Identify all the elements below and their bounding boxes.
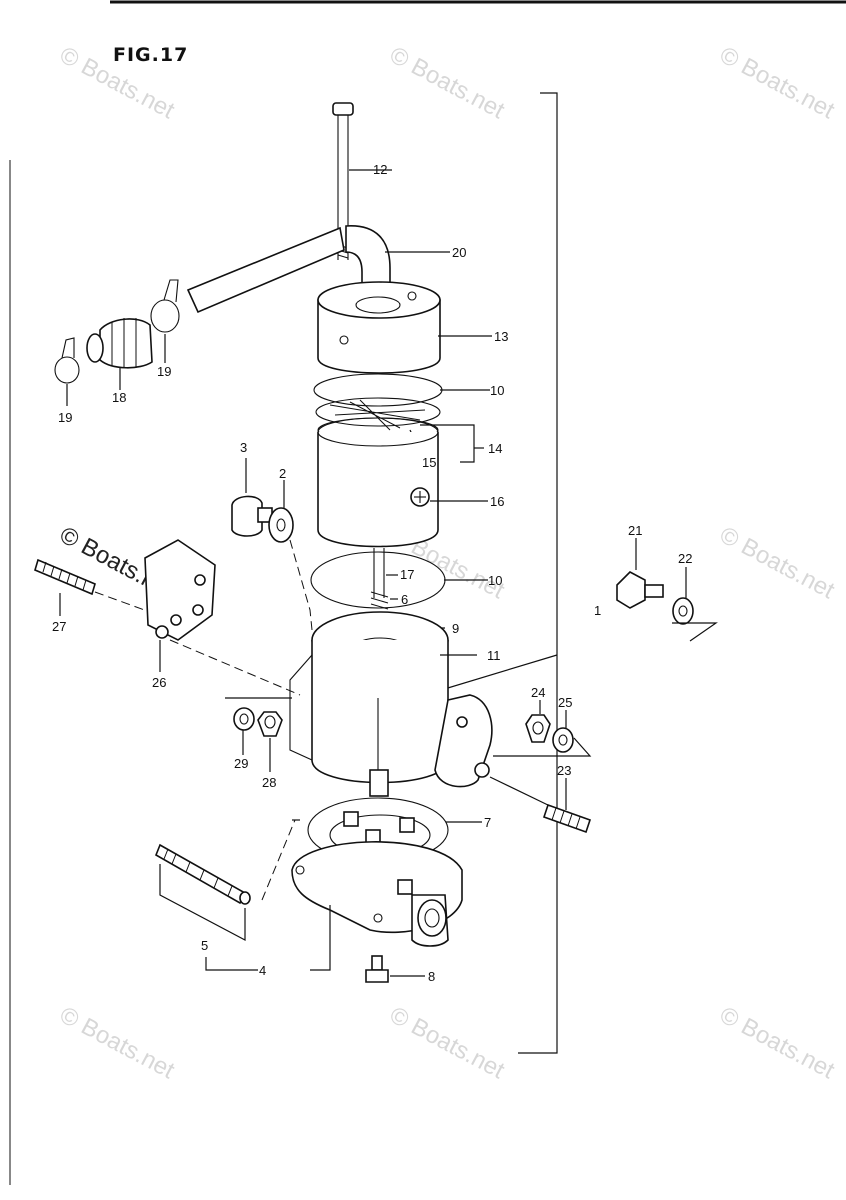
stud-23 — [542, 803, 592, 834]
dash-27 — [94, 591, 151, 613]
boot-18 — [86, 318, 153, 369]
callout-8: 8 — [428, 969, 435, 984]
callout-22: 22 — [678, 551, 692, 566]
stem-17 — [373, 548, 385, 598]
washer-25 — [552, 727, 574, 753]
callout-26: 26 — [152, 675, 166, 690]
callout-29: 29 — [234, 756, 248, 771]
fitting-5 — [154, 843, 251, 905]
callout-10-upper: 10 — [490, 383, 504, 398]
dash-2 — [289, 539, 313, 631]
bracket-5 — [159, 864, 246, 941]
cylinder-bowl-16 — [317, 417, 439, 548]
main-housing-11 — [289, 611, 493, 797]
clamp-19-left — [54, 337, 80, 384]
callout-6: 6 — [401, 592, 408, 607]
callout-5: 5 — [201, 938, 208, 953]
callout-7: 7 — [484, 815, 491, 830]
callout-9: 9 — [452, 621, 459, 636]
leader-4-right — [310, 905, 331, 971]
assembly-bracket — [518, 92, 558, 1054]
callout-12: 12 — [373, 162, 387, 177]
hose-long — [186, 226, 345, 314]
washer-22 — [672, 597, 694, 625]
washer-29 — [233, 707, 255, 731]
top-cap-13 — [317, 281, 441, 374]
callout-25: 25 — [558, 695, 572, 710]
callout-4: 4 — [259, 963, 266, 978]
watermark: © Boats.net — [385, 41, 509, 124]
spring-6 — [370, 591, 389, 610]
nut-28 — [257, 711, 283, 737]
callout-1: 1 — [594, 603, 601, 618]
bolt-21 — [616, 571, 664, 609]
spacer-26 — [144, 539, 216, 641]
pump-base-4 — [291, 841, 463, 947]
callout-15: 15 — [422, 455, 436, 470]
callout-19-right: 19 — [157, 364, 171, 379]
bracket-14 — [420, 424, 475, 463]
callout-16: 16 — [490, 494, 504, 509]
watermark: © Boats.net — [715, 1001, 839, 1084]
leader-4-left — [205, 957, 258, 971]
callout-20: 20 — [452, 245, 466, 260]
callout-19-left: 19 — [58, 410, 72, 425]
callout-labels: 1 2 3 4 5 6 7 8 9 10 10 11 12 13 14 15 1… — [52, 162, 692, 984]
callout-13: 13 — [494, 329, 508, 344]
screw-8 — [365, 955, 389, 983]
nut-24 — [525, 714, 551, 743]
callout-14: 14 — [488, 441, 502, 456]
leader-21-22-line — [672, 622, 718, 642]
callout-11: 11 — [487, 648, 501, 663]
washer-2 — [268, 507, 294, 543]
watermark: © Boats.net — [715, 521, 839, 604]
clamp-19-right — [150, 279, 180, 333]
figure-title: FIG.17 — [113, 44, 188, 66]
leader-23-diag — [489, 776, 551, 807]
o-ring-10-upper — [313, 373, 443, 407]
callout-21: 21 — [628, 523, 642, 538]
callout-3: 3 — [240, 440, 247, 455]
callout-28: 28 — [262, 775, 276, 790]
callout-2: 2 — [279, 466, 286, 481]
stud-27 — [34, 558, 96, 596]
plug-3 — [231, 495, 273, 537]
leader-24-25-line — [493, 737, 592, 757]
callout-17: 17 — [400, 567, 414, 582]
watermark: © Boats.net — [715, 41, 839, 124]
watermark: © Boats.net — [385, 1001, 509, 1084]
callout-10-lower: 10 — [488, 573, 502, 588]
dash-26 — [169, 639, 301, 696]
callout-24: 24 — [531, 685, 545, 700]
callout-23: 23 — [557, 763, 571, 778]
dash-5 — [261, 819, 296, 901]
watermark: © Boats.net — [55, 1001, 179, 1084]
callout-27: 27 — [52, 619, 66, 634]
callout-18: 18 — [112, 390, 126, 405]
